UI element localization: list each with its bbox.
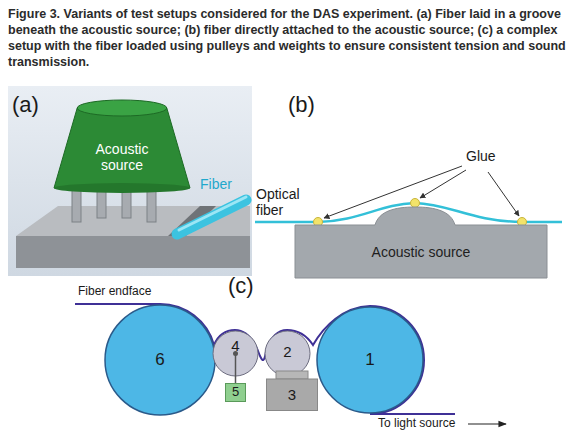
part-name: Optical fiber [256,186,316,218]
figure-caption: Figure 3. Variants of test setups consid… [8,6,578,70]
rod-connector [235,377,237,383]
node-shape [295,205,547,278]
panel-letter: (a) [12,92,39,117]
panel-letter: (b) [288,92,315,117]
pulley-2: 2 [264,330,311,377]
panel-a-ground [8,86,252,276]
callout-number: 5 [232,385,239,400]
weight-5: 5 [225,383,246,402]
panel-letter: (c) [228,273,254,298]
fiber-cylinder [177,200,246,234]
fiber-path [75,304,455,414]
part-name: Acoustic source [372,244,471,260]
legs [72,188,156,222]
pulley-4: 4 [212,330,259,377]
acoustic-source-block: Acoustic source [295,205,547,278]
part-name: To light source [378,417,455,431]
part-name: Glue [466,148,496,164]
callout-number: 1 [365,350,374,370]
callout-number: 3 [288,386,296,403]
callout-number: 4 [231,337,239,354]
fiber-highlight [179,197,246,230]
acoustic-source-cone: Acoustic source [52,96,192,194]
pulley-6: 6 [104,304,216,416]
callout-number: 6 [155,350,164,370]
part-name: Fiber endface [78,285,151,299]
callout-number: 2 [283,343,291,360]
part-name: Fiber [200,176,232,192]
part-name: Acoustic source [82,141,162,173]
weight-3: 3 [266,371,318,411]
slab-front [16,236,250,268]
light-arrow [468,423,506,424]
pulley-1: 1 [316,306,424,414]
